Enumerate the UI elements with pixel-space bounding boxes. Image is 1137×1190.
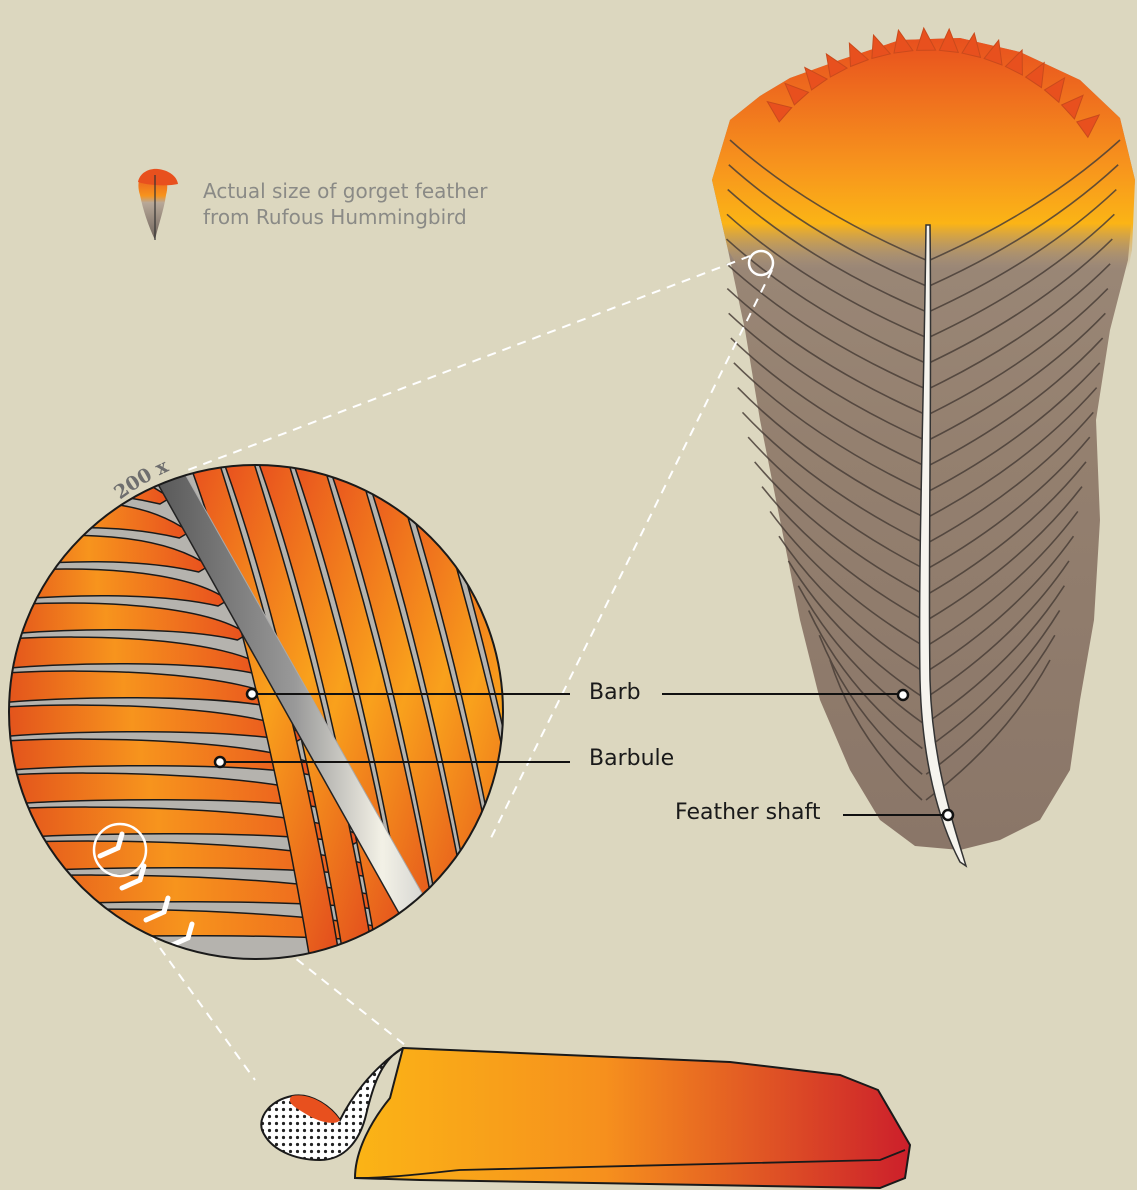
caption-line-1: Actual size of gorget feather (203, 178, 487, 204)
label-barb: Barb (589, 680, 641, 705)
label-feather-shaft: Feather shaft (675, 800, 820, 825)
mini-feather-icon (138, 169, 178, 240)
magnified-view (0, 445, 680, 970)
label-barbule: Barbule (589, 746, 674, 771)
barbule-detail (261, 1048, 910, 1188)
large-feather (712, 28, 1135, 866)
caption: Actual size of gorget feather from Rufou… (203, 178, 487, 230)
caption-line-2: from Rufous Hummingbird (203, 204, 487, 230)
